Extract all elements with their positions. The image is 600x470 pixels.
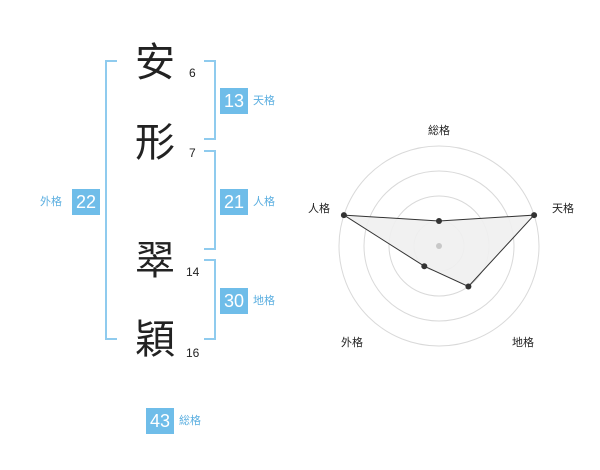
axis-label-soukaku: 総格 [428, 123, 450, 137]
jinkaku-value: 21 [220, 189, 248, 215]
name-char-3: 翠 [135, 238, 175, 284]
axis-label-chikaku: 地格 [512, 335, 534, 349]
radar-point [436, 218, 442, 224]
radar-ring [363, 170, 515, 322]
soukaku-label: 総格 [179, 414, 201, 427]
gaikaku-label: 外格 [40, 195, 62, 208]
radar-center-dot [436, 243, 442, 249]
axis-label-tenkaku: 天格 [552, 201, 574, 215]
stroke-count-2: 7 [189, 146, 196, 160]
chikaku-bracket [204, 259, 216, 340]
jinkaku-bracket [204, 150, 216, 250]
gaikaku-bracket [105, 60, 117, 340]
radar-area [343, 214, 536, 288]
gaikaku-value: 22 [72, 189, 100, 215]
name-char-4: 穎 [135, 317, 175, 363]
axis-label-jinkaku: 人格 [308, 201, 330, 215]
radar-point [531, 212, 538, 219]
axis-label-gaikaku: 外格 [341, 335, 363, 349]
radar-point [340, 212, 347, 219]
name-char-1: 安 [135, 40, 175, 86]
stroke-count-1: 6 [189, 66, 196, 80]
tenkaku-label: 天格 [253, 94, 275, 107]
chikaku-value: 30 [220, 288, 248, 314]
jinkaku-label: 人格 [253, 195, 275, 208]
radar-point [421, 263, 428, 270]
stroke-count-4: 16 [186, 346, 200, 360]
name-char-2: 形 [135, 120, 175, 166]
tenkaku-value: 13 [220, 88, 248, 114]
chikaku-label: 地格 [253, 294, 275, 307]
radar-point [465, 283, 472, 290]
radar-ring [338, 145, 540, 347]
stroke-count-3: 14 [186, 265, 200, 279]
soukaku-value: 43 [146, 408, 174, 434]
tenkaku-bracket [204, 60, 216, 140]
